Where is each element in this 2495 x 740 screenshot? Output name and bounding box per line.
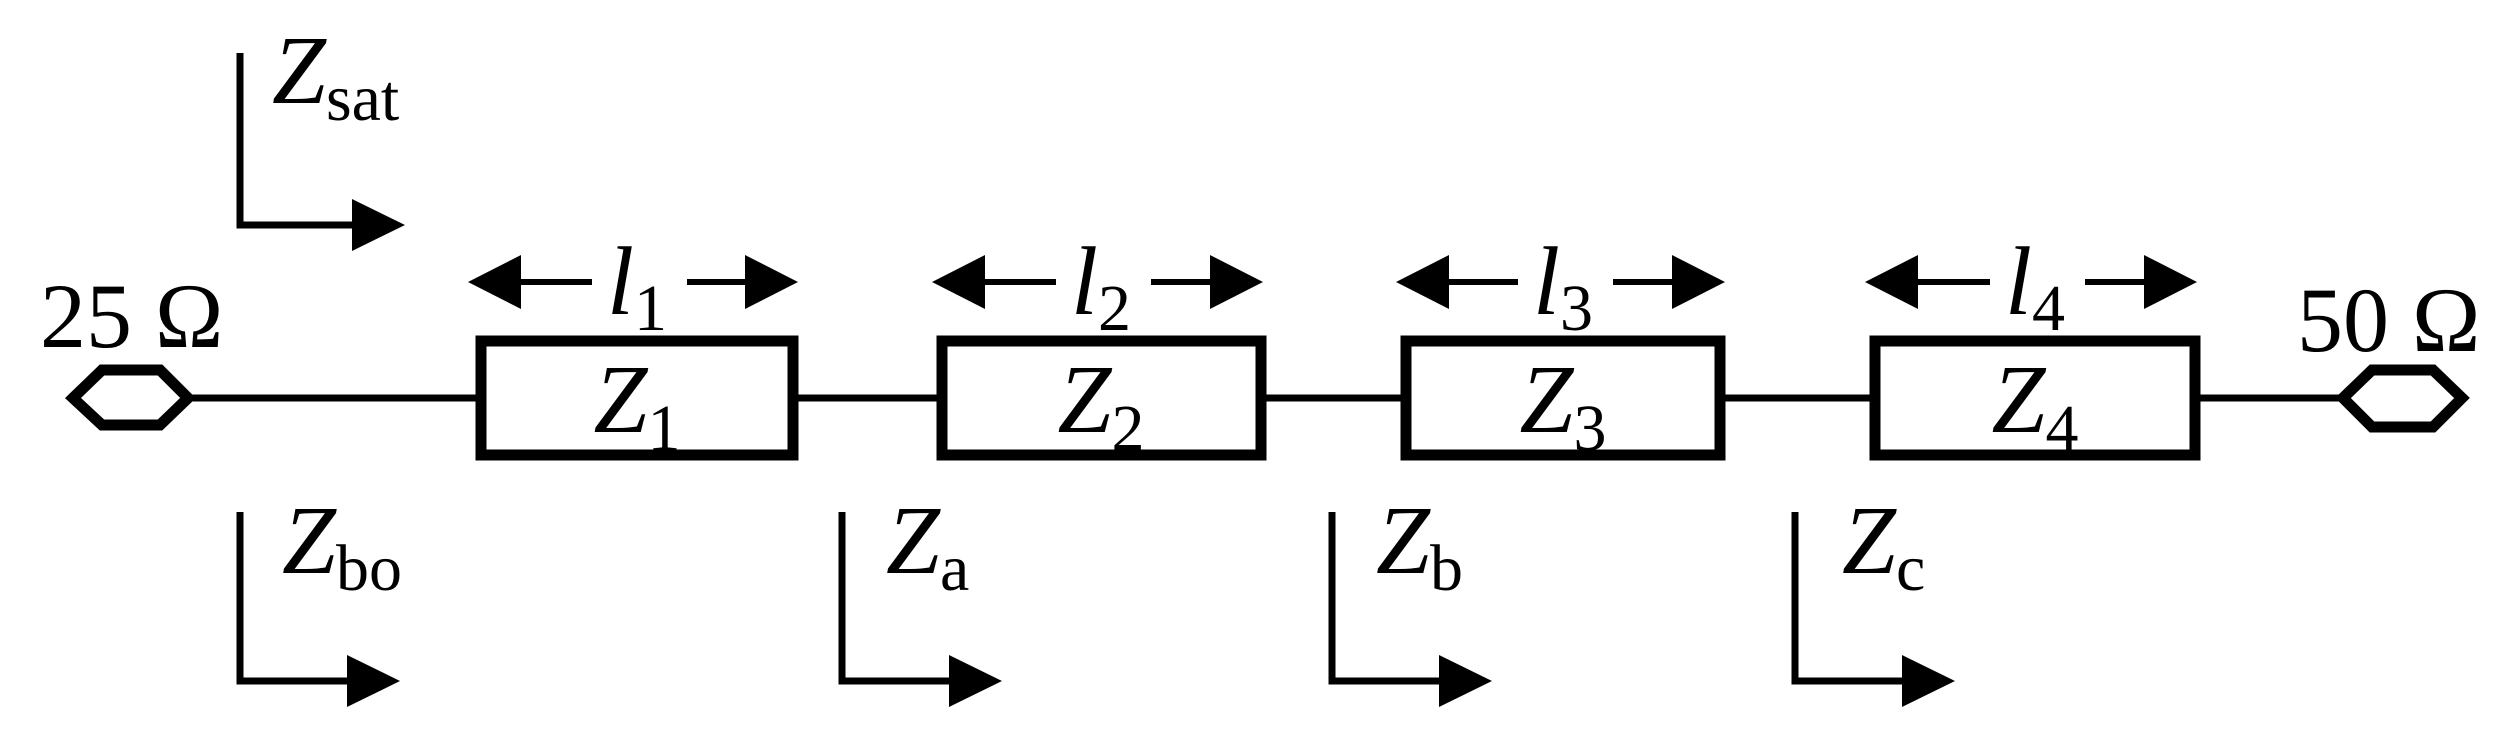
section-1: Z1 l1	[468, 228, 799, 465]
probe-zbo-label: Zbo	[282, 487, 402, 605]
arrowhead-right-icon	[1902, 655, 1955, 707]
probe-za-label: Za	[886, 487, 969, 605]
arrowhead-right-icon	[1210, 255, 1263, 309]
probe-zsat: Zsat	[236, 17, 405, 251]
source-port-icon	[65, 364, 196, 431]
probe-zb: Zb	[1328, 487, 1492, 707]
impedance-box-2	[936, 335, 1267, 461]
arrowhead-right-icon	[347, 655, 400, 707]
probe-arrow	[1791, 512, 1905, 685]
probe-zc-label: Zc	[1842, 487, 1925, 605]
arrowhead-left-icon	[932, 255, 985, 309]
probe-zc: Zc	[1791, 487, 1955, 707]
impedance-label-4: Z4	[1992, 346, 2079, 465]
section-2: Z2 l2	[932, 228, 1267, 465]
probe-zb-label: Zb	[1376, 487, 1463, 605]
arrowhead-right-icon	[352, 199, 405, 251]
arrowhead-right-icon	[745, 255, 798, 309]
impedance-box-1	[475, 335, 799, 461]
arrowhead-left-icon	[468, 255, 521, 309]
probe-zsat-label: Zsat	[272, 17, 399, 135]
impedance-box-3	[1400, 335, 1726, 461]
length-dimension-4: l4	[1865, 228, 2197, 345]
load-port: 50 Ω	[2297, 269, 2480, 433]
source-impedance-label: 25 Ω	[40, 265, 223, 367]
load-impedance-label: 50 Ω	[2297, 269, 2480, 371]
impedance-label-2: Z2	[1058, 346, 1145, 465]
probe-zbo: Zbo	[236, 487, 402, 707]
length-dimension-2: l2	[932, 228, 1263, 345]
arrowhead-right-icon	[949, 655, 1002, 707]
length-label-4: l4	[2005, 228, 2065, 345]
probe-arrow	[838, 512, 952, 685]
arrowhead-left-icon	[1396, 255, 1449, 309]
arrowhead-right-icon	[2144, 255, 2197, 309]
probe-arrow	[236, 53, 355, 229]
length-label-2: l2	[1071, 228, 1131, 345]
source-port: 25 Ω	[40, 265, 223, 431]
arrowhead-right-icon	[1672, 255, 1725, 309]
length-dimension-1: l1	[468, 228, 798, 345]
length-dimension-3: l3	[1396, 228, 1725, 345]
impedance-label-3: Z3	[1520, 346, 1607, 465]
length-label-3: l3	[1533, 228, 1593, 345]
section-4: Z4 l4	[1865, 228, 2201, 465]
impedance-label-1: Z1	[594, 346, 681, 465]
length-label-1: l1	[607, 228, 667, 345]
arrowhead-left-icon	[1865, 255, 1918, 309]
impedance-box-4	[1869, 335, 2201, 461]
section-3: Z3 l3	[1396, 228, 1726, 465]
probe-arrow	[1328, 512, 1442, 685]
probe-za: Za	[838, 487, 1002, 707]
arrowhead-right-icon	[1439, 655, 1492, 707]
probe-arrow	[236, 512, 350, 685]
load-port-icon	[2335, 364, 2470, 433]
